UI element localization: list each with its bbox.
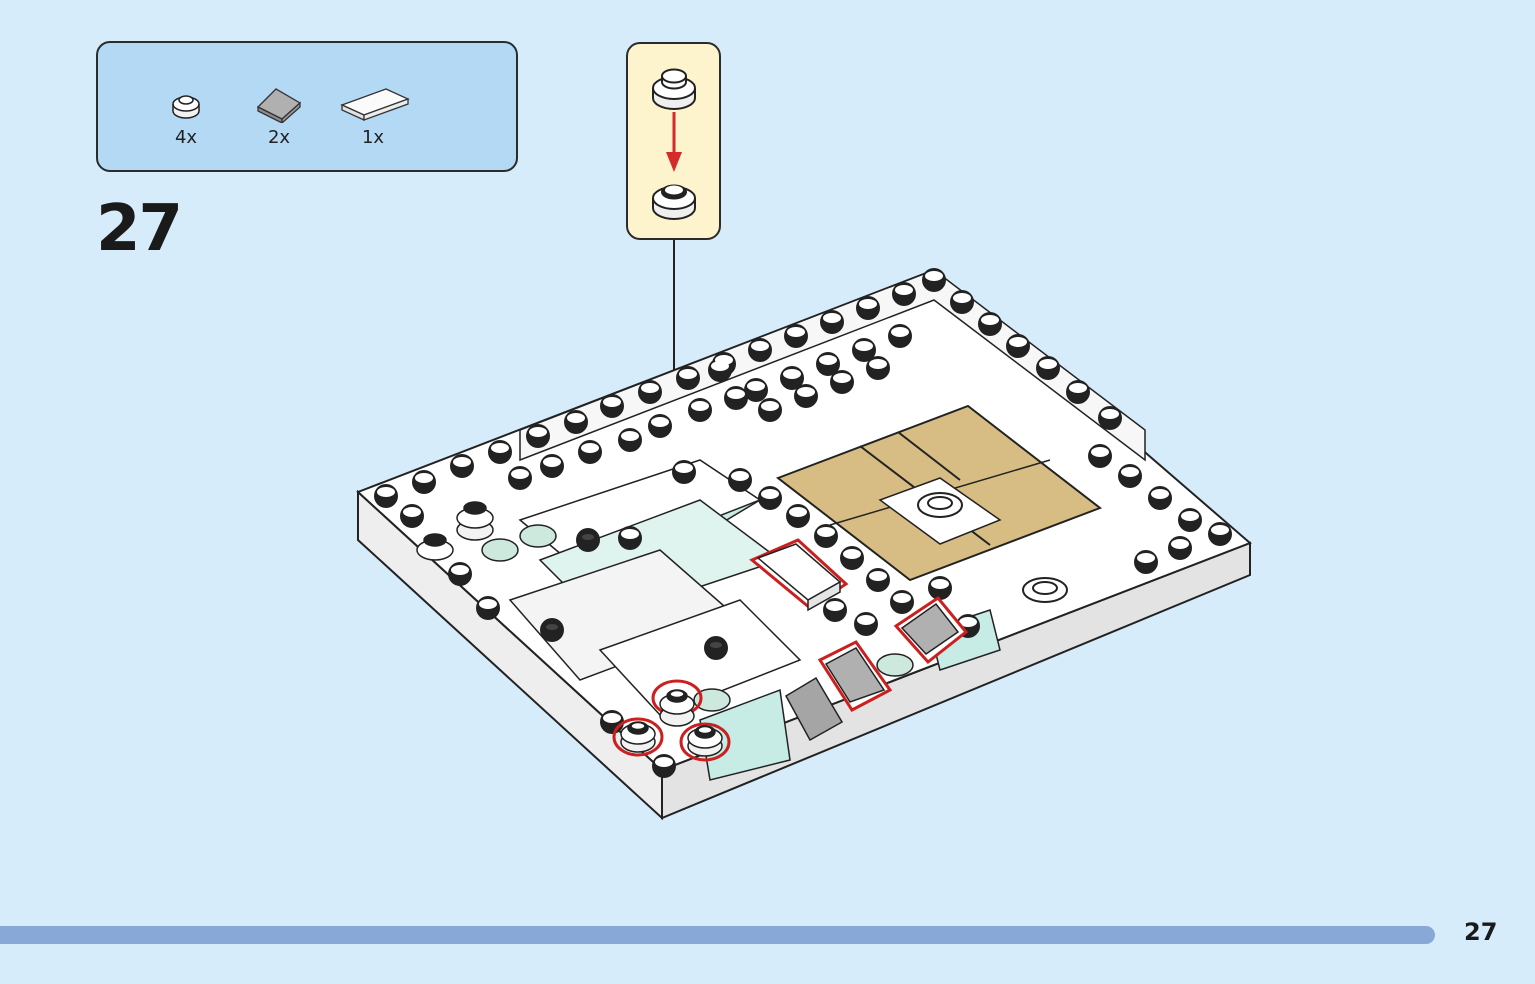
new-slope-highlight-2 bbox=[893, 595, 969, 665]
sub-assembly-callout bbox=[626, 42, 721, 240]
tile-1x2-white-icon bbox=[340, 88, 410, 122]
slope-tile-grey-icon bbox=[256, 88, 302, 123]
part-item-slope: 2x bbox=[244, 83, 314, 148]
page-number: 27 bbox=[1464, 918, 1498, 946]
new-tile-highlight bbox=[749, 538, 849, 612]
parts-list-box: 4x 2x 1x bbox=[96, 41, 518, 172]
round-plate-stack-icon bbox=[652, 68, 696, 220]
model-build-illustration bbox=[356, 268, 1252, 821]
stacked-round-plate-icon bbox=[652, 68, 696, 110]
new-slope-highlight-1 bbox=[817, 640, 893, 712]
part-item-round-plate: 4x bbox=[151, 89, 221, 148]
red-arrow-icon bbox=[666, 112, 682, 172]
base-round-plate-icon bbox=[652, 184, 696, 220]
part-quantity: 4x bbox=[174, 127, 198, 148]
part-quantity: 2x bbox=[267, 127, 291, 148]
round-plate-1x1-icon bbox=[172, 95, 200, 119]
part-item-tile: 1x bbox=[338, 83, 410, 148]
progress-bar bbox=[0, 926, 1435, 944]
open-stud-icon bbox=[541, 531, 727, 653]
step-number: 27 bbox=[96, 192, 183, 266]
new-round-plates-highlight bbox=[612, 679, 731, 762]
part-quantity: 1x bbox=[361, 127, 385, 148]
